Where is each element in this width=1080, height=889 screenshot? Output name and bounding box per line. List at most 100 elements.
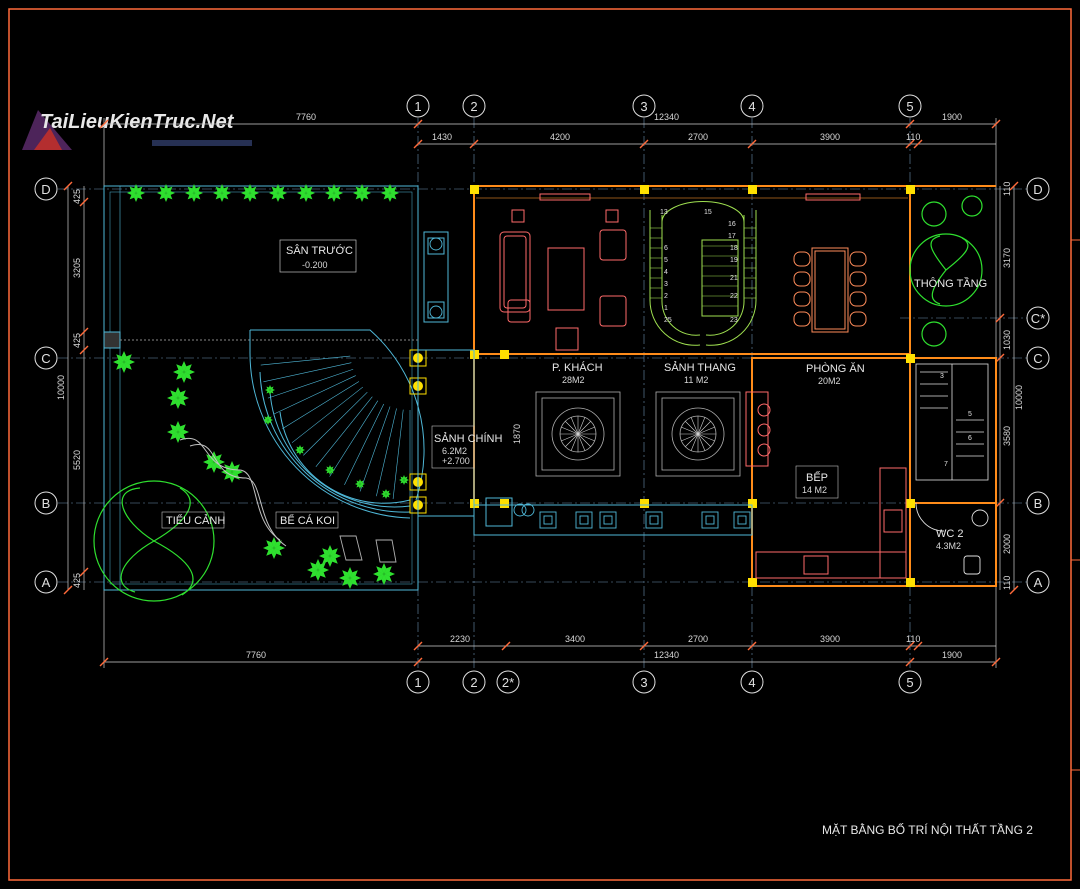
palm-frond <box>266 390 270 394</box>
living-room-furniture <box>499 193 861 351</box>
terrace-step <box>344 403 385 486</box>
watermark-text: TaiLieuKienTruc.Net <box>40 111 235 133</box>
dim-seg-bottom-4: 3900 <box>820 634 840 644</box>
stair-number: 16 <box>728 221 736 228</box>
column <box>500 350 509 359</box>
palm-frond <box>296 446 300 450</box>
terrace-step <box>392 409 404 500</box>
label-wc-area: 4.3M2 <box>936 541 961 551</box>
dim-seg-bottom-5: 110 <box>906 634 920 644</box>
axis-bubble-bottom <box>632 670 656 694</box>
dim-right-seg-4: 3580 <box>1002 426 1012 446</box>
label-phong-an-area: 20M2 <box>818 376 841 386</box>
palm-frond <box>383 186 390 193</box>
label-sanh-chinh: SẢNH CHÍNH <box>434 432 503 445</box>
axis-bubble-right <box>1026 346 1050 370</box>
label-bep-area: 14 M2 <box>802 485 827 495</box>
axis-bubble-right <box>1026 491 1050 515</box>
palm-frond <box>386 494 390 498</box>
palm-frond <box>184 364 192 372</box>
palm-frond <box>360 484 364 488</box>
palm-frond <box>274 548 282 556</box>
axis-bubble-bottom <box>406 670 430 694</box>
medallion-ray <box>577 421 591 435</box>
palm-frond <box>178 424 186 432</box>
stair-number: 4 <box>664 269 668 276</box>
stair-number: 6 <box>664 245 668 252</box>
palm-frond <box>306 186 313 193</box>
landscape-trees <box>93 195 983 602</box>
label-sanh-chinh-area: 6.2M2 <box>442 446 467 456</box>
label-thong-tang: THÔNG TẦNG <box>914 277 987 290</box>
axis-bubble-right <box>1026 570 1050 594</box>
palm-frond <box>250 186 257 193</box>
terrace-step <box>274 375 356 415</box>
palm-frond <box>270 390 274 394</box>
medallion-ray <box>570 433 579 451</box>
dim-seg-bottom-2: 3400 <box>565 634 585 644</box>
palm-frond <box>327 556 333 567</box>
axis-label-top: 5 <box>906 99 913 114</box>
palm-frond <box>299 193 306 200</box>
grid-lines <box>58 118 1028 672</box>
palm-frond <box>176 372 184 380</box>
axis-bubble-bottom <box>898 670 922 694</box>
column <box>640 499 649 508</box>
terrace-step <box>260 355 351 366</box>
axis-bubble-bottom <box>496 670 520 694</box>
baluster <box>701 511 719 529</box>
label-box-tieu-canh <box>161 511 225 529</box>
palm-frond <box>113 359 124 365</box>
palm-frond <box>384 574 392 582</box>
palm-frond <box>271 193 278 200</box>
palm-frond <box>315 559 321 570</box>
palm-frond <box>382 494 386 498</box>
palm-frond <box>390 186 397 193</box>
balustrade <box>429 237 751 529</box>
palm-frond <box>299 186 306 193</box>
palm-frond <box>116 354 124 362</box>
palm-frond <box>232 469 243 475</box>
pillar-round <box>429 237 443 251</box>
palm-frond <box>274 540 282 548</box>
palm-frond <box>315 570 321 581</box>
main-staircase <box>649 201 757 346</box>
label-box-bep <box>795 465 839 499</box>
terrace-step <box>303 391 368 456</box>
stair-number: 22 <box>730 293 738 300</box>
label-wc: WC 2 <box>936 528 964 540</box>
stair-number: 13 <box>660 209 668 216</box>
dim-seg-bottom-1: 2230 <box>450 634 470 644</box>
dim-overall-main-top: 12340 <box>654 112 679 122</box>
palm-frond <box>404 476 408 480</box>
column <box>906 578 915 587</box>
palm-frond <box>330 466 334 470</box>
palm-frond <box>296 450 300 454</box>
dim-seg-top-2: 4200 <box>550 132 570 142</box>
terrace-step <box>329 400 379 477</box>
baluster <box>733 511 751 529</box>
palm-frond <box>136 193 143 200</box>
palm-frond <box>278 186 285 193</box>
medallion-ray <box>561 426 579 435</box>
dim-left-seg-5: 425 <box>72 573 82 588</box>
axis-bubble-top <box>462 94 486 118</box>
palm-frond <box>136 186 143 193</box>
axis-bubble-top <box>406 94 430 118</box>
medallion-ray <box>577 433 591 447</box>
stair-number: 3 <box>664 281 668 288</box>
terrace-step <box>359 406 391 492</box>
stair-number: 19 <box>730 257 738 264</box>
dim-right-seg-1: 110 <box>1002 182 1012 196</box>
axis-label-top: 2 <box>470 99 477 114</box>
medallion-ray <box>577 417 586 435</box>
axis-label-bottom: 5 <box>906 675 913 690</box>
stair-treads <box>650 227 756 307</box>
palm-frond <box>356 484 360 488</box>
palm-frond <box>300 450 304 454</box>
baluster-core <box>603 515 613 525</box>
stair-number: 17 <box>728 233 736 240</box>
